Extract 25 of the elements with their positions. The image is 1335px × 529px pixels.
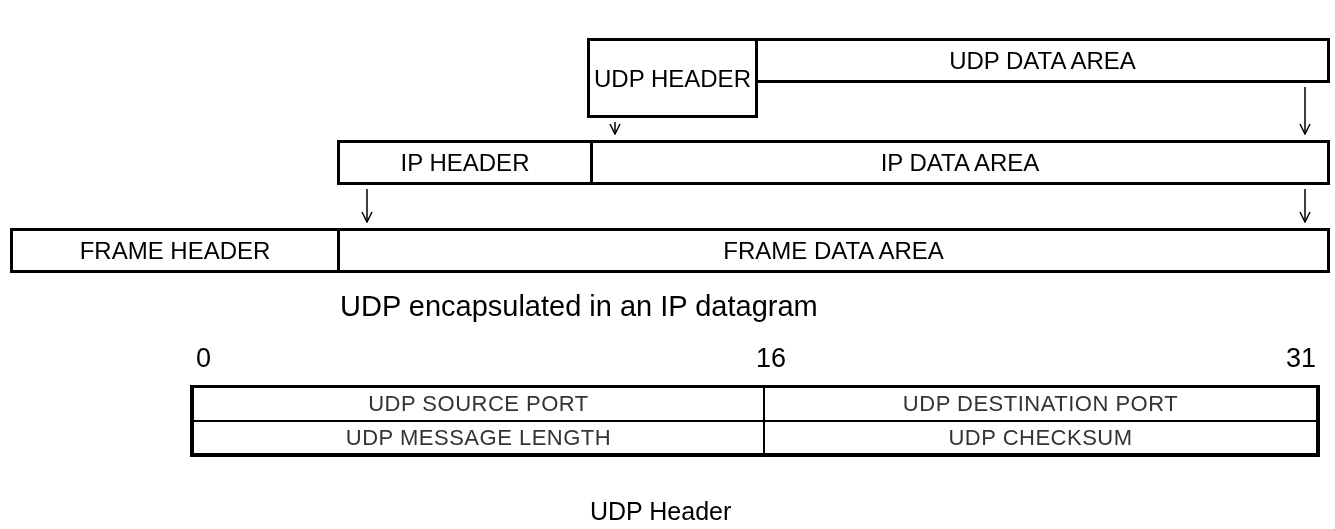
arrow [361,188,373,223]
bit-number: 16 [756,342,787,374]
bit-number: 31 [1286,342,1317,374]
box-label: IP DATA AREA [880,149,1040,176]
box-label: IP HEADER [400,149,530,176]
layer-box [337,140,593,185]
layer-box [590,140,1330,185]
layer-box [337,228,1330,273]
box-label: UDP HEADER [594,64,751,92]
table-cell: UDP MESSAGE LENGTH [190,420,765,457]
table-cell: UDP CHECKSUM [763,420,1320,457]
box-label: FRAME HEADER [79,237,271,264]
box-label: UDP DATA AREA [949,47,1136,74]
layer-box [10,228,340,273]
box-label: FRAME DATA AREA [723,237,944,264]
layer-box [755,38,1330,83]
table-cell: UDP DESTINATION PORT [763,385,1320,422]
arrow [1299,188,1311,223]
caption: UDP Header [590,496,732,527]
caption: UDP encapsulated in an IP datagram [340,289,818,324]
arrow [609,121,621,135]
layer-box [587,38,758,118]
table-cell: UDP SOURCE PORT [190,385,765,422]
bit-number: 0 [196,342,212,374]
arrow [1299,86,1311,135]
